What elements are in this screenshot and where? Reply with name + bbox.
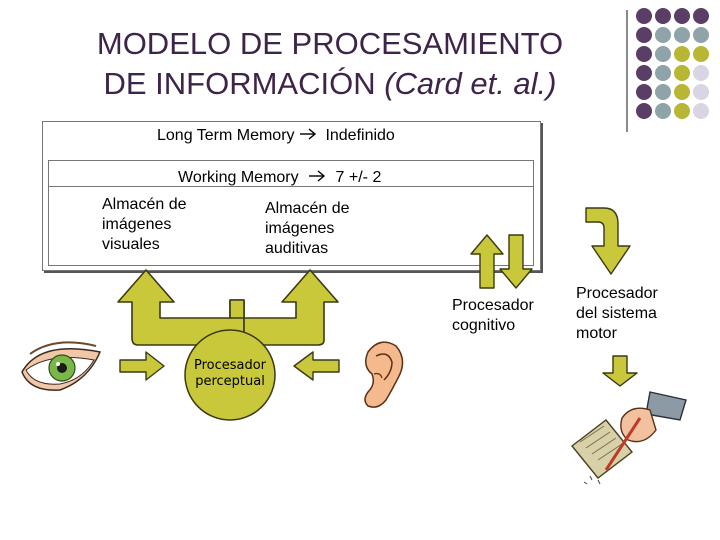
visual-store-line: imágenes bbox=[102, 216, 172, 233]
decorative-dot bbox=[655, 8, 671, 24]
decorative-dot bbox=[674, 27, 690, 43]
title-line-1: MODELO DE PROCESAMIENTO bbox=[96, 26, 564, 61]
cognitive-processor-label: Procesador cognitivo bbox=[452, 296, 534, 336]
long-term-memory-text: Long Term Memory bbox=[157, 127, 295, 144]
decorative-dot bbox=[655, 46, 671, 62]
title-line-2-citation: (Card et. al.) bbox=[384, 66, 557, 101]
decorative-dot bbox=[636, 46, 652, 62]
visual-store-label: Almacén de imágenes visuales bbox=[102, 195, 187, 255]
cognitive-processor-line: cognitivo bbox=[452, 317, 516, 334]
motor-down-arrow bbox=[602, 355, 638, 387]
auditory-store-line: imágenes bbox=[265, 220, 335, 237]
arrow-right-icon bbox=[303, 168, 331, 188]
decorative-divider bbox=[626, 10, 628, 132]
long-term-memory-label: Long Term Memory Indefinido bbox=[157, 126, 395, 146]
motor-processor-line: del sistema bbox=[576, 305, 657, 322]
decorative-dot bbox=[636, 27, 652, 43]
motor-processor-line: motor bbox=[576, 325, 617, 342]
eye-to-perceptual-arrow bbox=[119, 351, 165, 381]
decorative-dot bbox=[674, 84, 690, 100]
ear-icon bbox=[364, 341, 404, 408]
auditory-store-line: Almacén de bbox=[265, 200, 350, 217]
title-line-2: DE INFORMACIÓN (Card et. al.) bbox=[40, 64, 620, 104]
auditory-store-line: auditivas bbox=[265, 240, 329, 257]
cognitive-down-arrow bbox=[499, 234, 533, 289]
perceptual-processor-node bbox=[184, 329, 276, 421]
decorative-dot bbox=[636, 65, 652, 81]
decorative-dot bbox=[636, 8, 652, 24]
working-memory-box bbox=[48, 160, 534, 266]
decorative-dot bbox=[655, 103, 671, 119]
decorative-dot bbox=[693, 84, 709, 100]
hand-writing-icon bbox=[571, 391, 687, 485]
decorative-dot bbox=[655, 84, 671, 100]
decorative-dot bbox=[636, 84, 652, 100]
decorative-dot bbox=[693, 27, 709, 43]
ear-to-perceptual-arrow bbox=[293, 351, 340, 381]
decorative-dot bbox=[693, 65, 709, 81]
arrow-right-icon bbox=[299, 126, 321, 146]
working-memory-divider bbox=[48, 186, 534, 187]
long-term-memory-value: Indefinido bbox=[325, 127, 395, 144]
decorative-dot bbox=[674, 46, 690, 62]
title-line-2-text: DE INFORMACIÓN bbox=[103, 66, 385, 101]
decorative-dot bbox=[693, 8, 709, 24]
decorative-dot bbox=[674, 103, 690, 119]
cognitive-processor-line: Procesador bbox=[452, 297, 534, 314]
cognitive-to-motor-arrow bbox=[585, 207, 631, 275]
eye-icon bbox=[21, 341, 102, 391]
perceptual-processor-line: perceptual bbox=[195, 374, 265, 389]
decorative-dot bbox=[693, 46, 709, 62]
visual-store-line: visuales bbox=[102, 236, 160, 253]
motor-processor-line: Procesador bbox=[576, 285, 658, 302]
decorative-dot bbox=[674, 65, 690, 81]
decorative-dot bbox=[655, 65, 671, 81]
decorative-dot bbox=[674, 8, 690, 24]
decorative-dot bbox=[693, 103, 709, 119]
working-memory-text: Working Memory bbox=[178, 169, 299, 186]
cognitive-up-arrow bbox=[470, 234, 504, 289]
working-memory-value: 7 +/- 2 bbox=[335, 169, 382, 186]
working-memory-label: Working Memory 7 +/- 2 bbox=[178, 168, 381, 188]
motor-processor-label: Procesador del sistema motor bbox=[576, 284, 658, 344]
decorative-dot bbox=[636, 103, 652, 119]
perceptual-processor-label: Procesador perceptual bbox=[190, 358, 270, 390]
auditory-store-label: Almacén de imágenes auditivas bbox=[265, 199, 350, 259]
visual-store-line: Almacén de bbox=[102, 196, 187, 213]
perceptual-processor-line: Procesador bbox=[193, 358, 267, 373]
decorative-dot bbox=[655, 27, 671, 43]
slide-title: MODELO DE PROCESAMIENTO DE INFORMACIÓN (… bbox=[40, 24, 620, 104]
